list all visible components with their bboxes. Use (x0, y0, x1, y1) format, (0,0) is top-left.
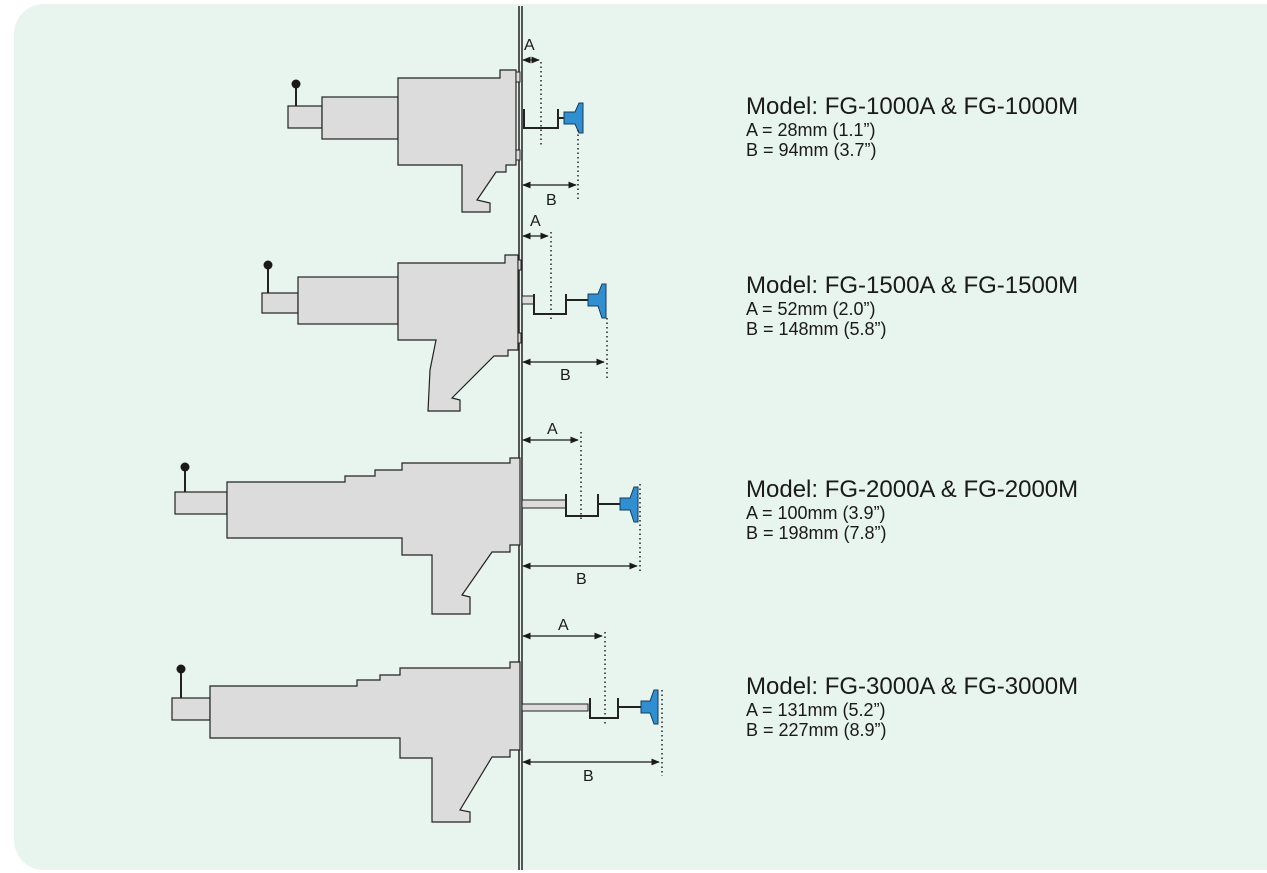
dim-a-label: A (558, 617, 569, 634)
dimension-b: B = 227mm (8.9”) (746, 720, 887, 740)
model-title: Model: FG-2000A & FG-2000M (746, 476, 1079, 503)
tool-fg-1000: A B (287, 37, 584, 213)
dim-a-label: A (524, 37, 535, 54)
dimension-b: B = 198mm (7.8”) (746, 523, 887, 543)
tool-fg-3000: A B (171, 617, 663, 823)
dimension-a: A = 52mm (2.0”) (746, 299, 876, 319)
dimension-a: A = 100mm (3.9”) (746, 503, 886, 523)
tool-fg-2000: A B (174, 421, 641, 615)
dimension-a: A = 131mm (5.2”) (746, 700, 886, 720)
model-title: Model: FG-3000A & FG-3000M (746, 673, 1079, 700)
model-title: Model: FG-1000A & FG-1000M (746, 93, 1079, 120)
dimension-b: B = 94mm (3.7”) (746, 140, 877, 160)
spec-block-fg-3000: Model: FG-3000A & FG-3000M A = 131mm (5.… (746, 673, 1078, 740)
dim-b-label: B (546, 192, 557, 209)
spec-block-fg-1500: Model: FG-1500A & FG-1500M A = 52mm (2.0… (746, 272, 1078, 339)
dim-b-label: B (560, 367, 571, 384)
dim-a-label: A (547, 421, 558, 438)
dimension-a: A = 28mm (1.1”) (746, 120, 876, 140)
spec-block-fg-2000: Model: FG-2000A & FG-2000M A = 100mm (3.… (746, 476, 1078, 543)
dimension-b: B = 148mm (5.8”) (746, 319, 887, 339)
dim-b-label: B (583, 768, 594, 785)
spec-block-fg-1000: Model: FG-1000A & FG-1000M A = 28mm (1.1… (746, 93, 1078, 160)
model-title: Model: FG-1500A & FG-1500M (746, 272, 1079, 299)
dim-a-label: A (530, 213, 541, 230)
dim-b-label: B (576, 571, 587, 588)
tool-fg-1500: A B (261, 213, 608, 412)
